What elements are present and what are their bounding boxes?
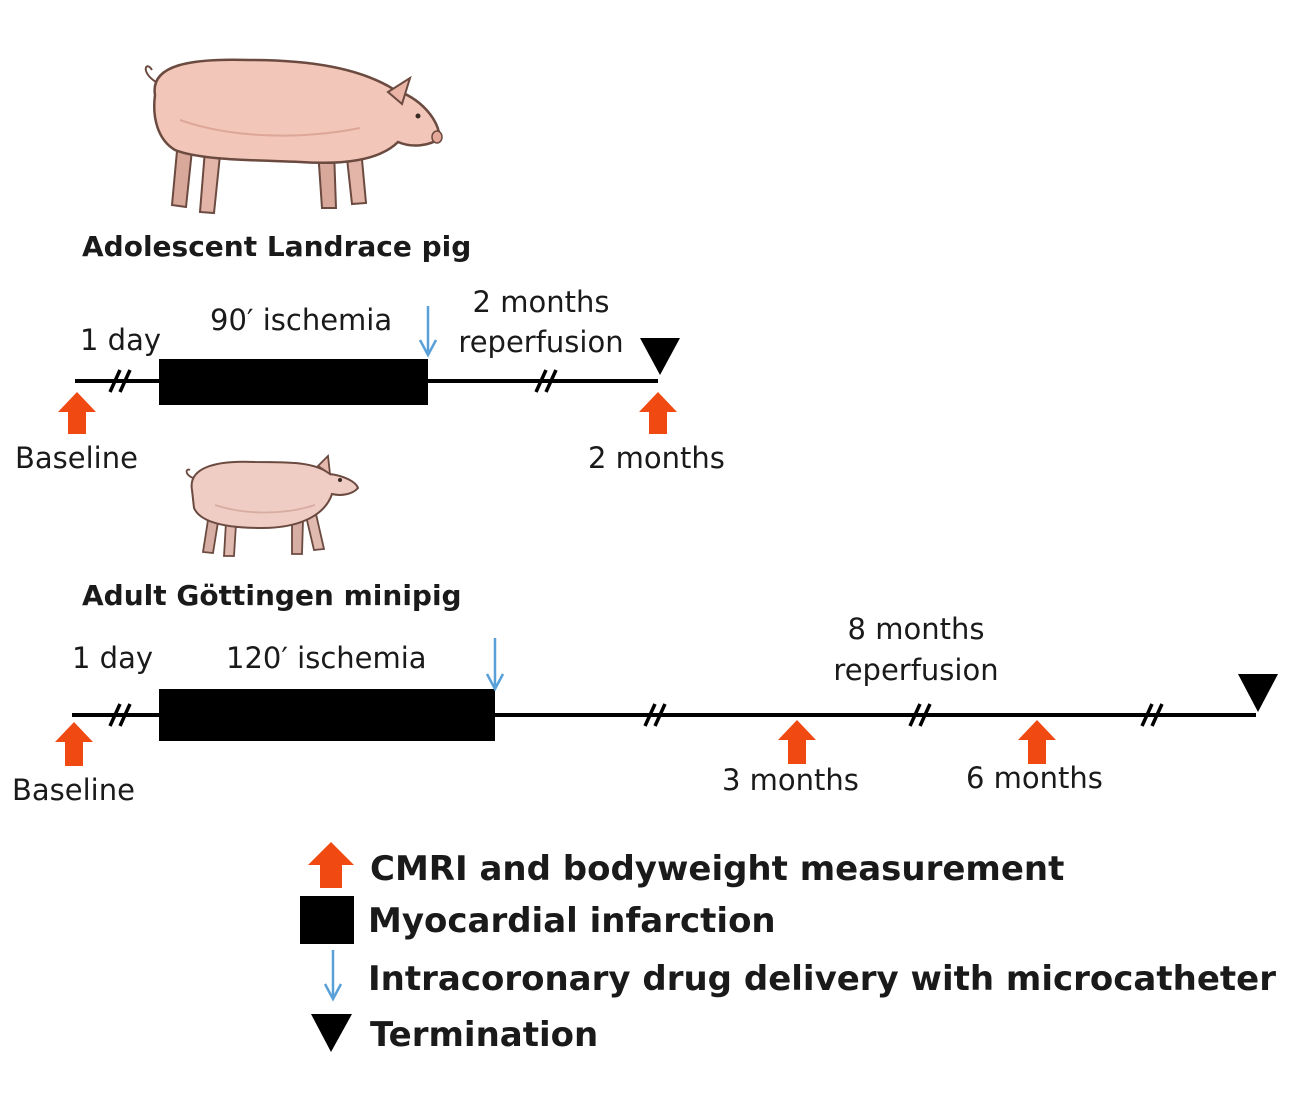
minipig-axis-break-1 [108, 703, 132, 727]
legend-infarction-icon [300, 896, 354, 944]
landrace-axis-break-1 [108, 369, 132, 393]
landrace-axis-break-2 [534, 369, 558, 393]
minipig-axis-break-3 [908, 703, 932, 727]
landrace-baseline-measurement-arrow [58, 392, 96, 434]
landrace-drug-delivery-arrow [418, 306, 438, 358]
landrace-pig-icon [144, 58, 443, 215]
minipig-reperfusion-label-2: reperfusion [833, 653, 998, 687]
legend-drug-delivery-icon [323, 950, 343, 1002]
landrace-title: Adolescent Landrace pig [82, 230, 471, 263]
minipig-drug-delivery-arrow [485, 638, 505, 692]
minipig-baseline-label: Baseline [12, 773, 135, 807]
minipig-6month-measurement-arrow [1018, 720, 1056, 764]
landrace-ischemia-label: 90′ ischemia [210, 303, 392, 337]
minipig-6month-label: 6 months [966, 761, 1103, 795]
legend-termination-label: Termination [370, 1015, 598, 1055]
legend-termination-icon [311, 1014, 352, 1052]
landrace-reperfusion-label-2: reperfusion [458, 325, 623, 359]
minipig-title: Adult Göttingen minipig [82, 579, 462, 612]
landrace-reperfusion-label-1: 2 months [473, 285, 610, 319]
landrace-infarction-block [159, 359, 428, 405]
minipig-3month-label: 3 months [722, 763, 859, 797]
minipig-baseline-measurement-arrow [55, 722, 93, 766]
minipig-axis-break-2 [643, 703, 667, 727]
landrace-end-label: 2 months [588, 441, 725, 475]
landrace-end-measurement-arrow [639, 392, 677, 434]
landrace-day-label: 1 day [80, 323, 161, 357]
legend: CMRI and bodyweight measurement Myocardi… [300, 842, 1276, 1055]
minipig-reperfusion-label-1: 8 months [848, 612, 985, 646]
minipig-infarction-block [159, 689, 495, 741]
minipig-3month-measurement-arrow [778, 720, 816, 764]
landrace-termination-marker [640, 338, 680, 375]
minipig-axis-break-4 [1140, 703, 1164, 727]
landrace-baseline-label: Baseline [15, 441, 138, 475]
legend-infarction-label: Myocardial infarction [368, 901, 776, 941]
legend-drug-delivery-label: Intracoronary drug delivery with microca… [368, 959, 1276, 999]
minipig-ischemia-label: 120′ ischemia [226, 641, 427, 675]
gottingen-minipig-icon [185, 454, 360, 557]
minipig-day-label: 1 day [72, 641, 153, 675]
legend-measurement-label: CMRI and bodyweight measurement [370, 849, 1064, 889]
minipig-termination-marker [1238, 674, 1278, 712]
legend-measurement-icon [308, 842, 354, 888]
